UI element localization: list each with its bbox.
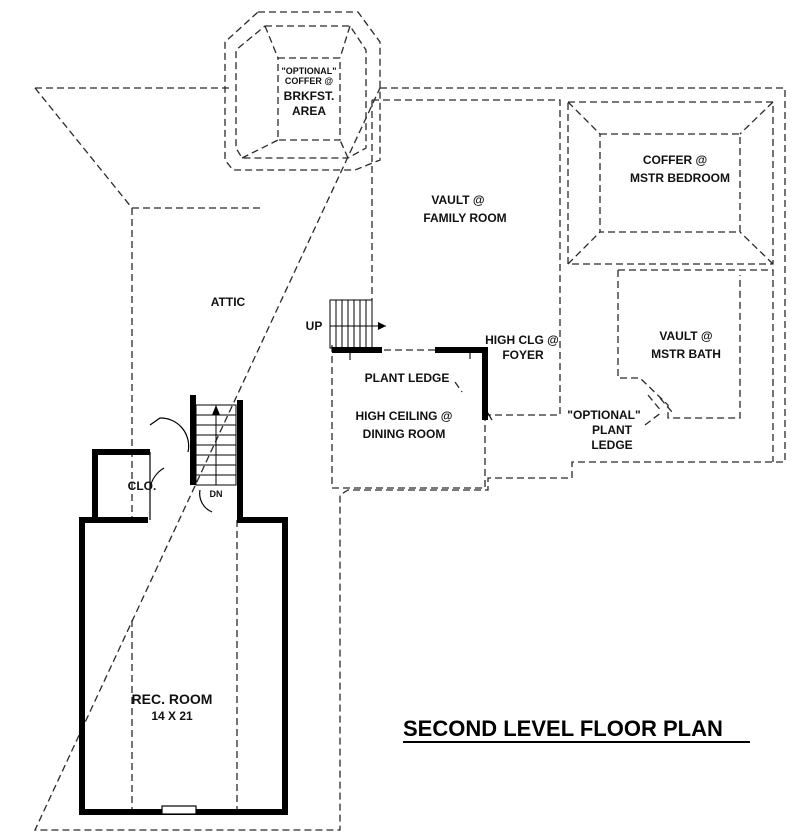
- breakfast-label-1: "OPTIONAL": [281, 66, 336, 76]
- window-icon: [161, 805, 197, 815]
- master-bath-label-2: MSTR BATH: [651, 347, 721, 361]
- breakfast-label-3: BRKFST.: [284, 89, 335, 103]
- dining-room: [331, 345, 493, 489]
- master-bath-vault: [617, 269, 774, 462]
- closet-door-icon: [149, 467, 165, 489]
- family-room-vault: [371, 99, 561, 416]
- master-bedroom-label-2: MSTR BEDROOM: [630, 171, 730, 185]
- stair-door-icon: [199, 489, 213, 513]
- down-arrow-icon: [212, 405, 220, 415]
- optional-plant-ledge-label-1: "OPTIONAL": [567, 408, 640, 422]
- dining-room-label-1: HIGH CEILING @: [355, 409, 452, 423]
- dining-room-label-2: DINING ROOM: [363, 427, 446, 441]
- attic-label: ATTIC: [211, 295, 246, 309]
- foyer-label-1: HIGH CLG @: [485, 333, 559, 347]
- up-arrow-icon: [378, 322, 386, 330]
- breakfast-label-4: AREA: [292, 104, 326, 118]
- rec-room-walls: [79, 395, 288, 815]
- master-bedroom-coffer: [567, 101, 774, 265]
- foyer-label-2: FOYER: [502, 348, 544, 362]
- plan-title: SECOND LEVEL FLOOR PLAN: [403, 716, 723, 741]
- stair-down: [195, 404, 237, 513]
- optional-plant-ledge-label-3: LEDGE: [591, 438, 632, 452]
- rec-room-label: REC. ROOM: [132, 691, 213, 707]
- master-bedroom-label-1: COFFER @: [643, 153, 707, 167]
- breakfast-label-2: COFFER @: [285, 76, 333, 86]
- stair-down-label: DN: [210, 489, 223, 499]
- door-swing-icon: [149, 417, 190, 453]
- stair-up-label: UP: [306, 319, 323, 333]
- family-room-label-2: FAMILY ROOM: [423, 211, 506, 225]
- stair-up: [329, 299, 386, 349]
- family-room-label-1: VAULT @: [431, 193, 484, 207]
- master-bath-label-1: VAULT @: [659, 329, 712, 343]
- breakfast-coffer: [224, 11, 381, 171]
- plant-ledge-label: PLANT LEDGE: [365, 371, 450, 385]
- rec-room-size: 14 X 21: [151, 709, 193, 723]
- closet-label: CLO.: [128, 479, 157, 493]
- optional-plant-ledge-label-2: PLANT: [592, 423, 633, 437]
- roof-outline: [33, 87, 786, 831]
